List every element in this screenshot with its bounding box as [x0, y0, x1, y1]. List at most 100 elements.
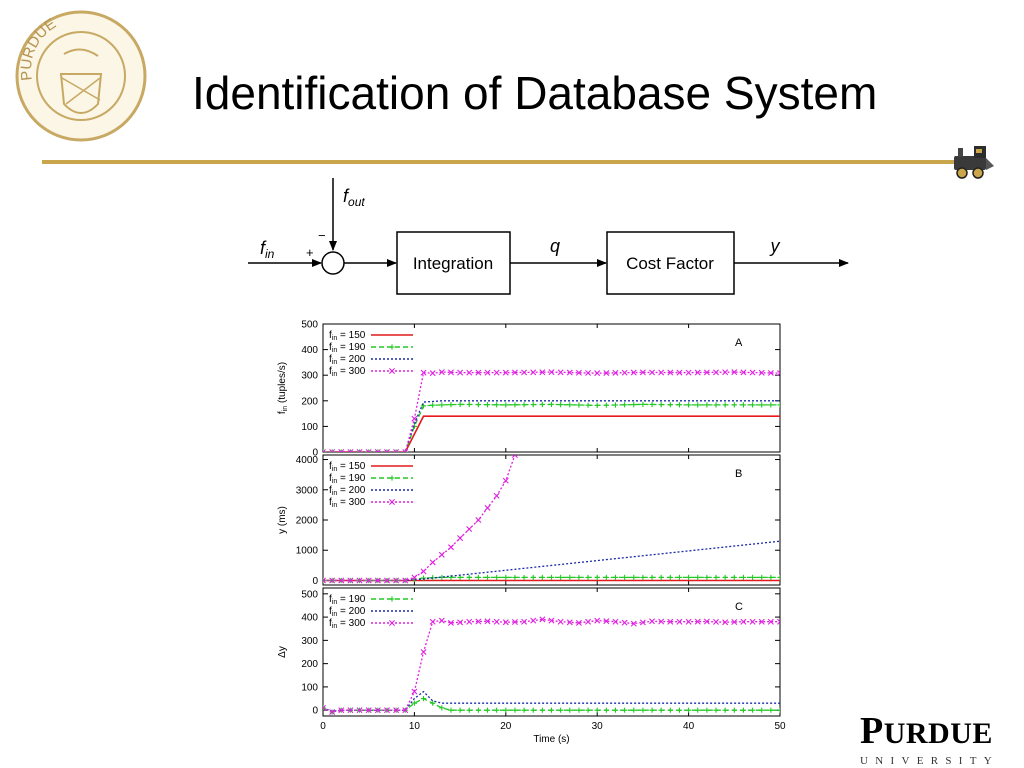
data-point	[631, 574, 637, 581]
data-point	[585, 707, 591, 713]
data-point	[740, 574, 747, 581]
data-point	[594, 370, 601, 377]
data-point	[558, 707, 564, 713]
data-point	[393, 577, 400, 584]
y-tick-label: 400	[301, 613, 318, 624]
data-point	[777, 574, 780, 581]
data-point	[621, 619, 628, 626]
data-point	[640, 401, 646, 407]
data-point	[511, 618, 518, 625]
data-point	[649, 707, 655, 713]
y-axis-label: y (ms)	[277, 506, 288, 534]
x-axis-label: Time (s)	[533, 734, 569, 745]
data-point	[475, 707, 481, 713]
data-point	[585, 618, 592, 625]
data-point	[713, 402, 719, 408]
legend-marker	[389, 596, 395, 602]
data-point	[466, 574, 472, 581]
data-point	[475, 517, 482, 523]
data-point	[731, 618, 738, 625]
legend-label: fin = 190	[329, 594, 366, 606]
data-point	[612, 369, 619, 376]
data-point	[530, 369, 537, 376]
data-point	[676, 574, 683, 581]
plot-frame	[322, 454, 781, 586]
y-tick-label: 400	[301, 345, 318, 356]
data-point	[420, 369, 427, 376]
data-point	[567, 402, 573, 408]
data-point	[731, 574, 737, 581]
data-point	[576, 574, 582, 581]
data-point	[420, 568, 427, 575]
data-point	[457, 619, 464, 626]
data-point	[649, 574, 655, 581]
data-point	[484, 402, 491, 408]
data-point	[649, 369, 656, 376]
data-point	[494, 574, 500, 581]
data-point	[411, 700, 417, 706]
data-point	[393, 449, 399, 452]
legend-label: fin = 190	[329, 473, 366, 485]
data-point	[503, 574, 509, 581]
plus-sign: +	[306, 245, 314, 260]
legend-label: fin = 190	[329, 342, 366, 354]
legend-label: fin = 150	[329, 461, 366, 473]
legend-marker	[389, 499, 395, 505]
y-tick-label: 0	[312, 706, 318, 717]
data-point	[383, 449, 390, 452]
data-point	[356, 449, 363, 452]
data-point	[603, 707, 609, 713]
legend-label: fin = 200	[329, 606, 366, 618]
data-point	[630, 369, 637, 376]
data-point	[402, 577, 409, 584]
data-point	[731, 369, 738, 376]
summing-junction	[321, 251, 345, 275]
data-point	[539, 616, 546, 623]
x-tick-label: 40	[683, 721, 695, 732]
y-tick-label: 2000	[296, 516, 319, 527]
data-point	[658, 618, 665, 625]
data-point	[667, 369, 674, 376]
x-tick-label: 30	[592, 721, 604, 732]
data-point	[649, 618, 656, 625]
data-point	[374, 449, 381, 452]
data-point	[749, 618, 756, 625]
data-point	[420, 575, 427, 581]
data-point	[493, 492, 500, 499]
data-point	[511, 455, 518, 458]
data-point	[402, 449, 408, 452]
data-point	[438, 369, 445, 376]
data-point	[548, 401, 555, 407]
data-point	[612, 574, 619, 581]
data-point	[383, 577, 390, 584]
data-point	[466, 526, 473, 533]
data-point	[558, 401, 564, 408]
data-point	[603, 574, 609, 581]
data-point	[448, 707, 454, 713]
data-point	[703, 618, 710, 625]
y-tick-label: 0	[312, 448, 318, 459]
data-point	[393, 707, 400, 714]
data-point	[585, 574, 591, 581]
data-point	[612, 618, 619, 625]
data-point	[740, 369, 747, 376]
data-point	[323, 449, 326, 452]
data-point	[411, 574, 418, 581]
panel-letter: B	[735, 468, 742, 480]
series-line	[323, 415, 780, 452]
data-point	[704, 574, 710, 581]
data-point	[703, 369, 710, 376]
data-point	[722, 402, 728, 408]
data-point	[658, 369, 665, 376]
data-point	[438, 617, 445, 624]
train-icon	[954, 146, 994, 179]
data-point	[323, 704, 326, 711]
legend-label: fin = 300	[329, 366, 366, 378]
y-tick-label: 500	[301, 589, 318, 600]
plot-frame	[322, 323, 781, 453]
purdue-seal-icon: PURDUE	[15, 10, 147, 142]
data-point	[768, 402, 774, 408]
data-point	[558, 574, 564, 581]
data-point	[347, 449, 354, 452]
